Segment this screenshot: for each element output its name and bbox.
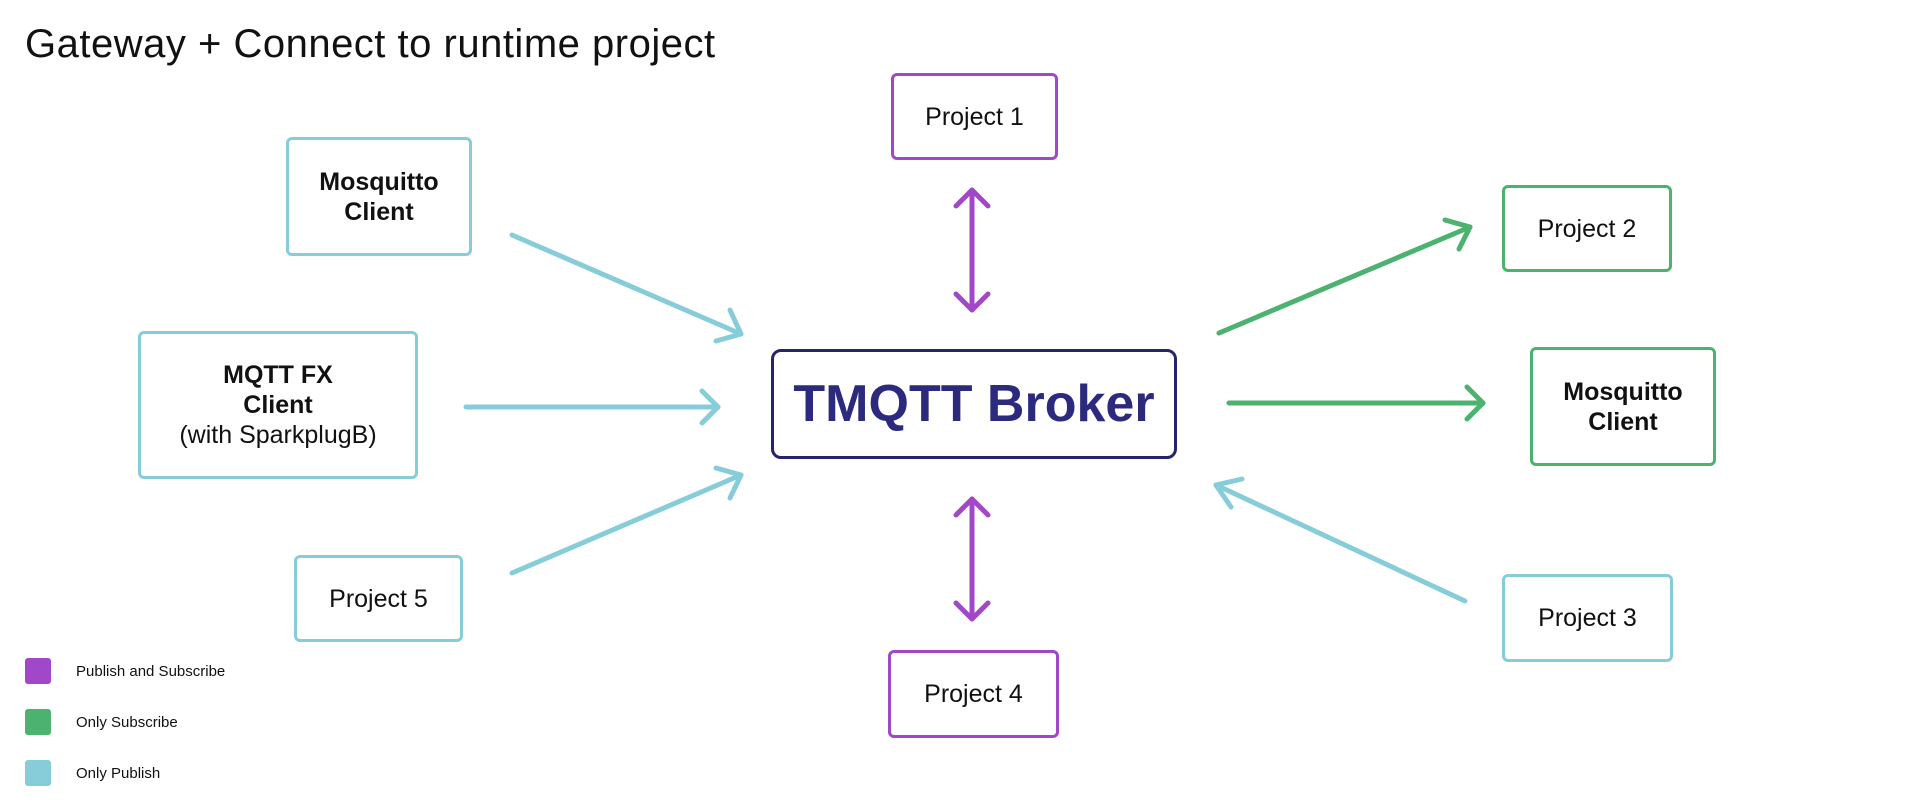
project-2-node: Project 2 <box>1502 185 1672 272</box>
arrow-project5-to-broker <box>509 465 744 576</box>
tmqtt-broker-node: TMQTT Broker <box>771 349 1177 459</box>
mqtt-fx-line2: Client <box>243 391 313 419</box>
project-5-label: Project 5 <box>329 584 428 613</box>
page-title: Gateway + Connect to runtime project <box>25 22 716 66</box>
double-arrow-project1-broker <box>953 187 991 313</box>
legend-swatch-purple <box>25 658 51 684</box>
project-1-node: Project 1 <box>891 73 1058 160</box>
mosquitto-client-right-line2: Client <box>1588 407 1658 436</box>
legend-label: Only Subscribe <box>76 713 178 731</box>
mqtt-fx-line1: MQTT FX <box>223 361 333 389</box>
project-5-node: Project 5 <box>294 555 463 642</box>
double-arrow-broker-project4 <box>953 496 991 622</box>
arrow-broker-to-project2 <box>1216 217 1473 336</box>
project-3-label: Project 3 <box>1538 604 1637 632</box>
arrow-mqtt-fx-to-broker <box>463 388 721 426</box>
mosquitto-client-left-line1: Mosquitto <box>319 167 439 196</box>
project-3-node: Project 3 <box>1502 574 1673 662</box>
legend-label: Publish and Subscribe <box>76 662 226 680</box>
arrow-mosquitto-left-to-broker <box>509 232 744 344</box>
legend-item-only-publish: Only Publish <box>25 760 160 786</box>
project-4-node: Project 4 <box>888 650 1059 738</box>
mosquitto-client-right-line1: Mosquitto <box>1563 377 1683 406</box>
project-4-label: Project 4 <box>924 680 1023 708</box>
legend-swatch-teal <box>25 760 51 786</box>
project-2-label: Project 2 <box>1537 214 1637 243</box>
mosquitto-client-right-node: Mosquitto Client <box>1530 347 1716 466</box>
mosquitto-client-left-node: Mosquitto Client <box>286 137 472 256</box>
legend-item-only-subscribe: Only Subscribe <box>25 709 178 735</box>
project-1-label: Project 1 <box>925 102 1024 131</box>
legend-swatch-green <box>25 709 51 735</box>
mqtt-fx-client-node: MQTT FX Client (with SparkplugB) <box>138 331 418 479</box>
mosquitto-client-left-line2: Client <box>344 197 414 226</box>
legend-item-publish-and-subscribe: Publish and Subscribe <box>25 658 225 684</box>
arrow-broker-to-mosquitto-right <box>1226 384 1486 422</box>
legend-label: Only Publish <box>76 764 161 782</box>
broker-label: TMQTT Broker <box>793 375 1155 433</box>
arrow-project3-to-broker <box>1213 476 1468 604</box>
mqtt-fx-line3: (with SparkplugB) <box>179 421 377 449</box>
